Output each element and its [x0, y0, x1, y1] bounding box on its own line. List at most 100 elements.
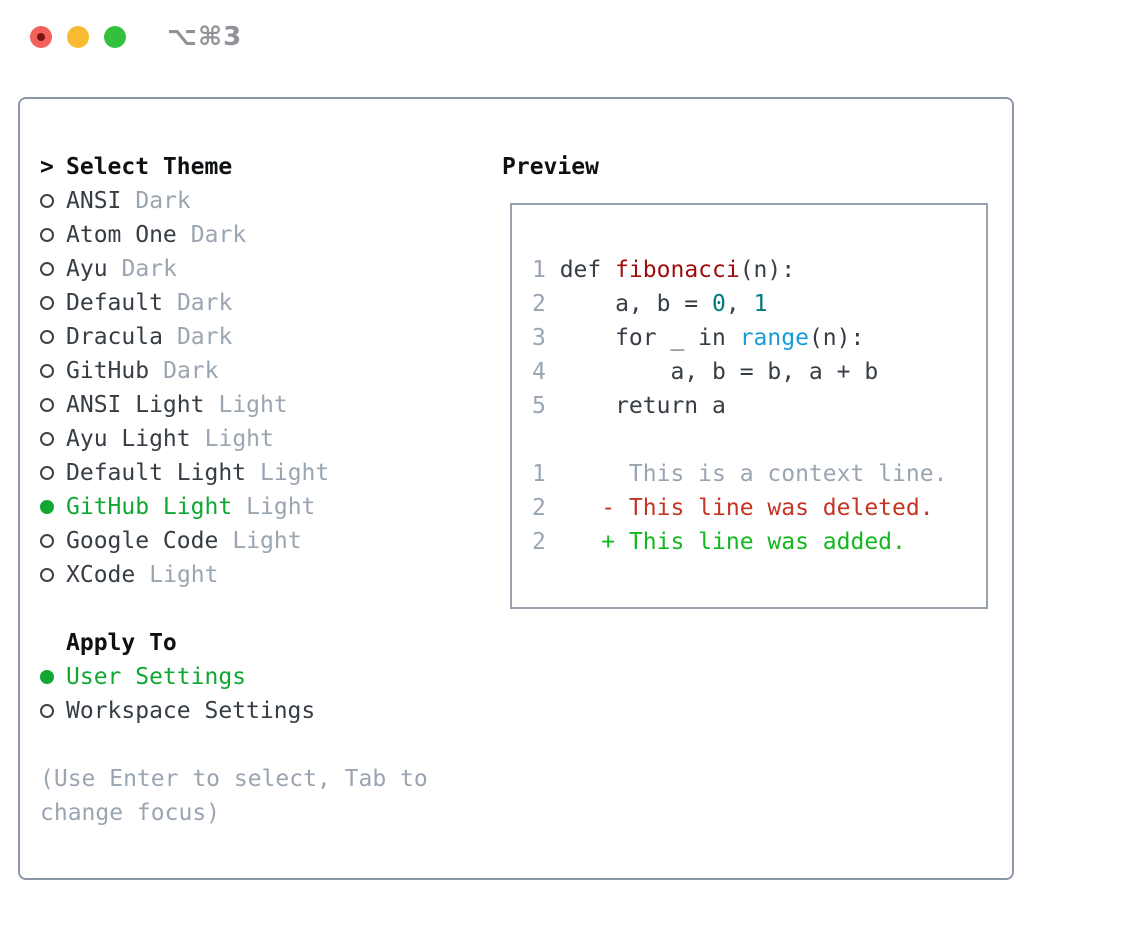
code-line: 1 def fibonacci(n):	[532, 253, 986, 287]
apply-option[interactable]: User Settings	[40, 660, 492, 694]
theme-settings-panel: > Select Theme ANSI Dark Atom One Dark A…	[18, 97, 1014, 880]
radio-marker	[40, 296, 66, 310]
close-dot-icon	[37, 33, 45, 41]
theme-name: ANSI Light	[66, 392, 205, 418]
theme-option[interactable]: XCode Light	[40, 558, 492, 592]
theme-variant: Light	[260, 460, 330, 486]
radio-icon	[40, 296, 54, 310]
radio-marker	[40, 364, 66, 378]
apply-to-title: Apply To	[66, 630, 177, 656]
theme-option[interactable]: ANSI Light Light	[40, 388, 492, 422]
theme-option[interactable]: Ayu Light Light	[40, 422, 492, 456]
zoom-button[interactable]	[104, 26, 126, 48]
radio-icon	[40, 568, 54, 582]
radio-icon	[40, 432, 54, 446]
theme-variant: Dark	[176, 324, 233, 350]
select-theme-title: Select Theme	[66, 154, 233, 180]
theme-picker: > Select Theme ANSI Dark Atom One Dark A…	[40, 150, 492, 830]
radio-icon	[40, 500, 54, 514]
theme-option[interactable]: ANSI Dark	[40, 184, 492, 218]
radio-marker	[40, 670, 66, 684]
apply-option[interactable]: Workspace Settings	[40, 694, 492, 728]
code-text: for _ in range(n):	[559, 325, 865, 351]
theme-list: ANSI Dark Atom One Dark Ayu Dark Default…	[40, 184, 492, 592]
theme-option[interactable]: Ayu Dark	[40, 252, 492, 286]
radio-marker	[40, 432, 66, 446]
radio-marker	[40, 534, 66, 548]
radio-icon	[40, 262, 54, 276]
theme-name: Ayu Light	[66, 426, 191, 452]
close-button[interactable]	[30, 26, 52, 48]
theme-option[interactable]: Default Dark	[40, 286, 492, 320]
theme-variant: Light	[218, 392, 288, 418]
theme-variant: Dark	[190, 222, 247, 248]
code-text: This is a context line.	[559, 461, 948, 487]
theme-option[interactable]: Default Light Light	[40, 456, 492, 490]
theme-variant: Dark	[135, 188, 191, 214]
apply-to-header: Apply To	[40, 626, 492, 660]
radio-icon	[40, 194, 54, 208]
code-text: - This line was deleted.	[559, 495, 934, 521]
apply-option-name: Workspace Settings	[66, 698, 316, 724]
theme-name: Default Light	[66, 460, 247, 486]
preview-pane: 1 def fibonacci(n): 2 a, b = 0, 1 3 for _ i…	[510, 203, 988, 609]
radio-marker	[40, 500, 66, 514]
line-number: 4	[532, 359, 546, 385]
radio-marker	[40, 568, 66, 582]
theme-variant: Dark	[176, 290, 233, 316]
code-text: + This line was added.	[559, 529, 906, 555]
radio-marker	[40, 398, 66, 412]
line-number: 3	[532, 325, 546, 351]
theme-name: GitHub	[66, 358, 150, 384]
code-text: a, b = 0, 1	[559, 291, 768, 317]
radio-icon	[40, 330, 54, 344]
theme-variant: Light	[232, 528, 302, 554]
code-text: def fibonacci(n):	[559, 257, 796, 283]
radio-marker	[40, 330, 66, 344]
radio-icon	[40, 670, 54, 684]
radio-icon	[40, 704, 54, 718]
spacer	[40, 728, 492, 762]
code-line: 1 This is a context line.	[532, 457, 986, 491]
line-number: 5	[532, 393, 546, 419]
theme-name: Atom One	[66, 222, 177, 248]
line-number: 1	[532, 461, 546, 487]
radio-icon	[40, 466, 54, 480]
preview-title: Preview	[502, 154, 599, 180]
apply-option-name: User Settings	[66, 664, 247, 690]
minimize-button[interactable]	[67, 26, 89, 48]
theme-variant: Light	[246, 494, 316, 520]
theme-name: GitHub Light	[66, 494, 233, 520]
radio-marker	[40, 704, 66, 718]
hint-text: (Use Enter to select, Tab to change focu…	[40, 766, 428, 826]
code-text: return a	[559, 393, 726, 419]
line-number: 1	[532, 257, 546, 283]
code-line: 2 - This line was deleted.	[532, 491, 986, 525]
theme-variant: Dark	[121, 256, 177, 282]
code-line: 2 a, b = 0, 1	[532, 287, 986, 321]
window-titlebar: ⌥⌘3	[30, 24, 242, 50]
theme-variant: Light	[149, 562, 219, 588]
theme-name: Ayu	[66, 256, 108, 282]
radio-marker	[40, 262, 66, 276]
spacer	[40, 592, 492, 626]
theme-option[interactable]: Atom One Dark	[40, 218, 492, 252]
prompt-icon: >	[40, 154, 54, 180]
theme-name: Dracula	[66, 324, 163, 350]
radio-icon	[40, 534, 54, 548]
theme-option[interactable]: Google Code Light	[40, 524, 492, 558]
theme-variant: Light	[204, 426, 274, 452]
line-number: 2	[532, 529, 546, 555]
prompt-marker: >	[40, 154, 66, 180]
theme-name: ANSI	[66, 188, 122, 214]
code-line: 2 + This line was added.	[532, 525, 986, 559]
theme-variant: Dark	[163, 358, 219, 384]
code-line: 4 a, b = b, a + b	[532, 355, 986, 389]
radio-icon	[40, 364, 54, 378]
theme-option[interactable]: GitHub Light Light	[40, 490, 492, 524]
theme-option[interactable]: Dracula Dark	[40, 320, 492, 354]
theme-option[interactable]: GitHub Dark	[40, 354, 492, 388]
line-number: 2	[532, 495, 546, 521]
apply-to-list: User Settings Workspace Settings	[40, 660, 492, 728]
select-theme-header: > Select Theme	[40, 150, 492, 184]
